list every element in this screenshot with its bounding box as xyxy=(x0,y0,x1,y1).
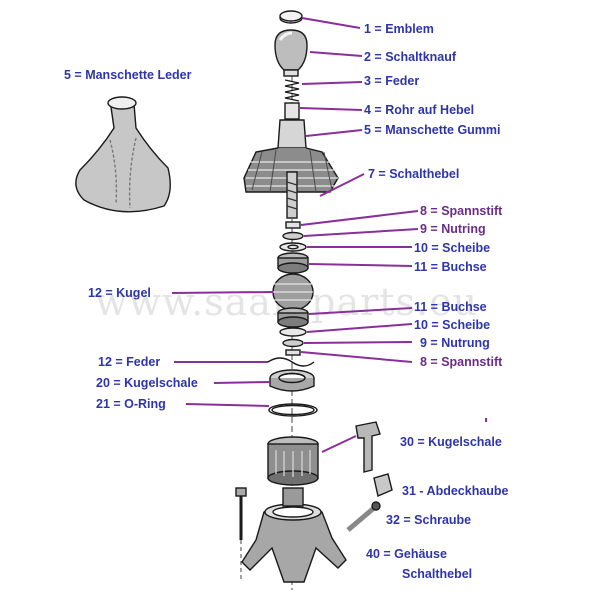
label-tube: 4 = Rohr auf Hebel xyxy=(364,103,475,117)
leader-1 xyxy=(301,17,361,29)
label-screw: 32 = Schraube xyxy=(386,513,472,527)
label-groove-ring-upper: 9 = Nutring xyxy=(420,222,486,236)
ball-socket-part xyxy=(269,369,315,392)
label-leather-boot: 5 = Manschette Leder xyxy=(64,68,192,82)
housing-part xyxy=(241,487,347,583)
label-ball-socket-30: 30 = Kugelschale xyxy=(400,435,502,449)
label-rubber-boot: 5 = Manschette Gummi xyxy=(364,123,501,137)
label-housing: 40 = Gehäuse xyxy=(366,547,447,561)
groove-ring-upper xyxy=(282,231,304,241)
washer-upper xyxy=(279,242,307,252)
washer-upper-hole xyxy=(287,244,299,250)
pin-upper xyxy=(285,221,301,229)
o-ring-part xyxy=(268,403,318,417)
leader-4 xyxy=(299,107,363,111)
leader-lines xyxy=(171,17,487,453)
groove-ring-lower xyxy=(282,338,304,348)
label-ball-socket: 20 = Kugelschale xyxy=(96,376,198,390)
label-ball: 12 = Kugel xyxy=(88,286,151,300)
label-emblem: 1 = Emblem xyxy=(364,22,434,36)
leather-boot-part xyxy=(75,96,171,213)
leader-10b xyxy=(306,323,413,333)
shift-knob-part xyxy=(274,29,308,77)
leader-21 xyxy=(185,403,270,407)
leader-7 xyxy=(319,173,365,197)
label-shift-knob: 2 = Schaltknauf xyxy=(364,50,457,64)
label-o-ring: 21 = O-Ring xyxy=(96,397,166,411)
label-shift-lever: 7 = Schalthebel xyxy=(368,167,460,181)
clip-part xyxy=(355,421,381,473)
label-cover-cap: 31 - Abdeckhaube xyxy=(402,484,509,498)
screw-left-part xyxy=(235,487,247,580)
pin-lower xyxy=(285,349,301,356)
leader-5b xyxy=(305,129,363,137)
tube-part xyxy=(284,102,300,120)
emblem-part xyxy=(279,10,303,24)
leader-8b xyxy=(300,351,413,363)
leader-9a xyxy=(303,228,419,237)
ball-part xyxy=(272,273,314,311)
label-pin-lower: 8 = Spannstift xyxy=(420,355,503,369)
ball-socket-cylinder-part xyxy=(267,436,319,486)
label-bushing-upper: 11 = Buchse xyxy=(414,260,487,274)
cover-cap-part xyxy=(373,473,393,497)
leader-3 xyxy=(301,81,363,85)
label-pin-upper: 8 = Spannstift xyxy=(420,204,503,218)
label-washer-lower: 10 = Scheibe xyxy=(414,318,491,332)
leader-12a xyxy=(171,291,274,294)
leader-11a xyxy=(308,263,413,267)
leader-2 xyxy=(309,51,363,57)
bushing-lower xyxy=(277,307,309,328)
small-spring xyxy=(267,357,315,367)
leader-20 xyxy=(213,381,271,384)
label-washer-upper: 10 = Scheibe xyxy=(414,241,491,255)
leader-9b xyxy=(303,341,413,344)
leader-11b xyxy=(308,307,413,315)
leader-8a xyxy=(300,210,419,226)
shift-lever-part xyxy=(286,171,298,219)
assembly-drawing xyxy=(235,10,393,590)
label-bushing-lower: 11 = Buchse xyxy=(414,300,487,314)
label-small-spring: 12 = Feder xyxy=(98,355,161,369)
spring-part xyxy=(284,79,300,102)
o-ring-inner xyxy=(271,404,315,416)
screw-right-part xyxy=(346,501,381,532)
washer-lower xyxy=(279,327,307,337)
label-spring: 3 = Feder xyxy=(364,74,420,88)
label-groove-ring-lower: 9 = Nutrung xyxy=(420,336,490,350)
label-housing-line2: Schalthebel xyxy=(402,567,473,581)
leader-30 xyxy=(321,435,357,453)
bushing-upper xyxy=(277,252,309,274)
